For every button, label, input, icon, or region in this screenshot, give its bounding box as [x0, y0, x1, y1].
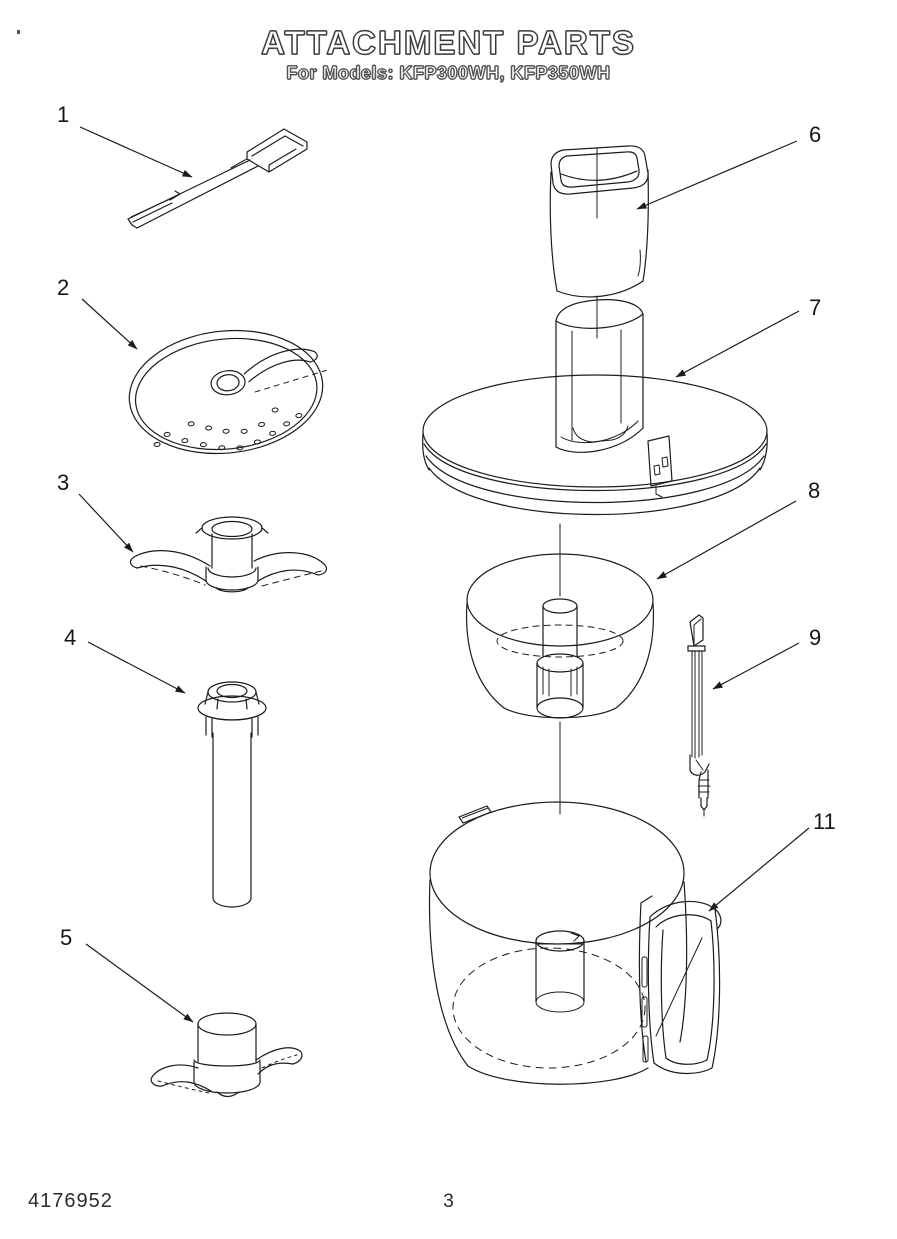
callout-6: 6 — [636, 122, 821, 210]
page-header: ATTACHMENT PARTS For Models: KFP300WH, K… — [0, 23, 897, 84]
document-number: 4176952 — [28, 1190, 113, 1212]
callout-11-label: 11 — [813, 809, 836, 834]
callout-8-label: 8 — [808, 478, 820, 503]
part-cleaning-tool — [687, 614, 711, 817]
part-mini-bowl — [465, 553, 655, 719]
callout-9-label: 9 — [809, 625, 821, 650]
callout-6-label: 6 — [809, 122, 821, 147]
callout-7: 7 — [675, 295, 821, 378]
callout-4: 4 — [64, 625, 186, 694]
callout-3: 3 — [57, 470, 134, 553]
part-work-bowl-cover — [422, 299, 768, 516]
part-slicing-shredding-disc — [128, 329, 327, 455]
callout-2: 2 — [57, 275, 138, 350]
part-spatula — [127, 128, 308, 229]
callout-5-label: 5 — [60, 925, 72, 950]
callout-1: 1 — [57, 102, 193, 178]
part-work-bowl — [428, 801, 722, 1085]
callout-2-label: 2 — [57, 275, 69, 300]
callout-5: 5 — [60, 925, 194, 1023]
assembly-axis-line — [559, 295, 598, 815]
part-food-pusher — [549, 145, 649, 298]
callout-1-label: 1 — [57, 102, 69, 127]
page-subtitle: For Models: KFP300WH, KFP350WH — [286, 63, 611, 84]
callout-7-label: 7 — [809, 295, 821, 320]
page-number: 3 — [443, 1191, 454, 1212]
callout-4-label: 4 — [64, 625, 76, 650]
callout-8: 8 — [656, 478, 820, 580]
page-title: ATTACHMENT PARTS — [260, 23, 636, 61]
callout-11: 11 — [708, 809, 836, 912]
callout-3-label: 3 — [57, 470, 69, 495]
part-multipurpose-blade — [129, 516, 328, 593]
part-dough-blade — [150, 1012, 303, 1098]
callout-9: 9 — [712, 625, 821, 690]
callouts: 1 2 3 4 5 6 7 — [57, 102, 836, 1023]
scan-artifact-dot — [17, 30, 20, 34]
part-disc-stem — [197, 681, 267, 908]
